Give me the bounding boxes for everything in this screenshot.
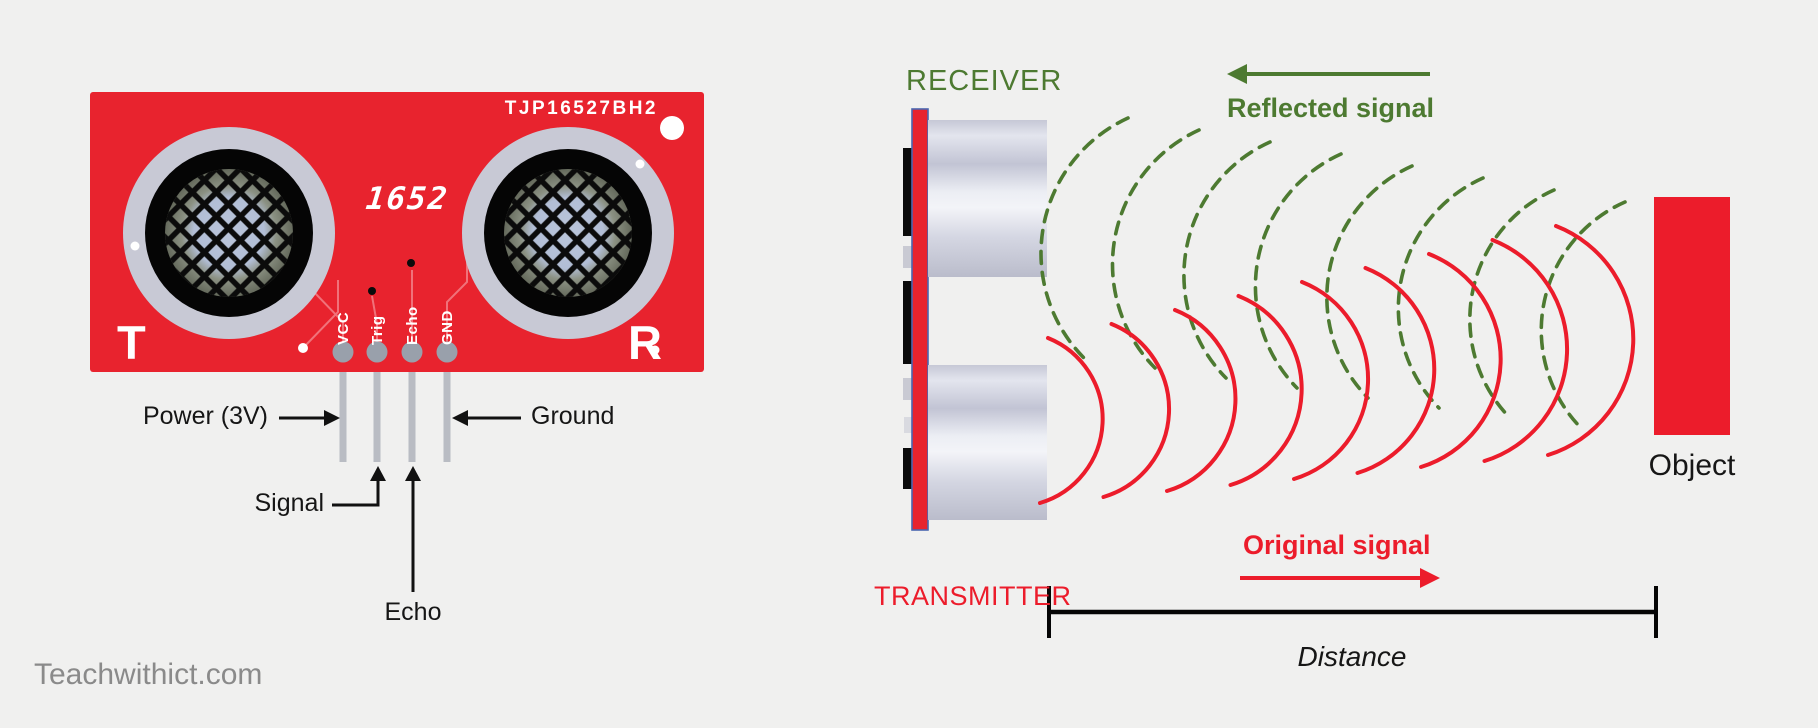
pcb-edge-view bbox=[911, 108, 929, 531]
wave-arc bbox=[1325, 164, 1414, 400]
signal-annotation: Signal bbox=[254, 489, 325, 517]
object-label: Object bbox=[1648, 449, 1736, 482]
wave-arc bbox=[1292, 280, 1371, 481]
pcb-hole bbox=[368, 287, 376, 295]
pcb-vias bbox=[130, 116, 684, 355]
solder-pads bbox=[332, 341, 458, 363]
watermark: Teachwithict.com bbox=[34, 658, 263, 691]
wave-arc bbox=[1539, 200, 1627, 430]
pin-label-echo: Echo bbox=[404, 306, 421, 345]
wave-arc bbox=[1253, 152, 1343, 390]
transmitter-letter: T bbox=[117, 316, 146, 369]
transmitter-label: TRANSMITTER bbox=[874, 581, 1072, 611]
part-number: TJP16527BH2 bbox=[504, 98, 658, 119]
receiver-letter: R bbox=[628, 316, 662, 369]
annotation-arrowheads bbox=[324, 410, 468, 481]
transmitter-cylinder bbox=[928, 365, 1047, 520]
wave-arc bbox=[1468, 188, 1556, 420]
side-view-board bbox=[903, 108, 1047, 531]
receiver-transducer bbox=[462, 127, 674, 339]
wave-arc bbox=[1228, 294, 1304, 487]
power-annotation: Power (3V) bbox=[142, 402, 268, 430]
sensor-board bbox=[90, 92, 704, 462]
transmitter-transducer bbox=[123, 127, 335, 339]
reflected-direction-arrow bbox=[1227, 64, 1430, 84]
distance-measure bbox=[1047, 586, 1658, 638]
pin-label-vcc: VCC bbox=[335, 311, 352, 345]
object-rect bbox=[1654, 197, 1730, 435]
wave-arc bbox=[1355, 266, 1437, 475]
ground-annotation: Ground bbox=[531, 402, 615, 430]
pin-label-trig: Trig bbox=[369, 315, 386, 345]
receiver-label: RECEIVER bbox=[906, 65, 1063, 97]
wave-arc bbox=[1419, 252, 1503, 469]
pcb-hole bbox=[407, 259, 415, 267]
wave-arc bbox=[1039, 116, 1130, 360]
header-pins bbox=[339, 372, 451, 462]
wave-arc bbox=[1182, 140, 1272, 380]
reflected-signal-label: Reflected signal bbox=[1227, 93, 1435, 123]
wave-arc bbox=[1038, 336, 1105, 505]
original-signal-label: Original signal bbox=[1243, 530, 1431, 560]
pcb-traces bbox=[134, 246, 468, 351]
annotation-arrows bbox=[279, 416, 521, 592]
wave-arc bbox=[1101, 322, 1172, 499]
original-wave-arcs bbox=[1038, 224, 1636, 505]
seven-segment-code: 1652 bbox=[364, 181, 451, 217]
wave-arc bbox=[1482, 238, 1570, 463]
echo-annotation: Echo bbox=[384, 598, 442, 626]
wave-arc bbox=[1396, 176, 1485, 410]
wave-arc bbox=[1546, 224, 1636, 457]
original-direction-arrow bbox=[1240, 568, 1440, 588]
pin-label-gnd: GND bbox=[439, 310, 456, 345]
board-components bbox=[903, 148, 912, 489]
receiver-cylinder bbox=[928, 120, 1047, 277]
wave-arc bbox=[1165, 308, 1238, 493]
distance-label: Distance bbox=[1297, 641, 1407, 672]
